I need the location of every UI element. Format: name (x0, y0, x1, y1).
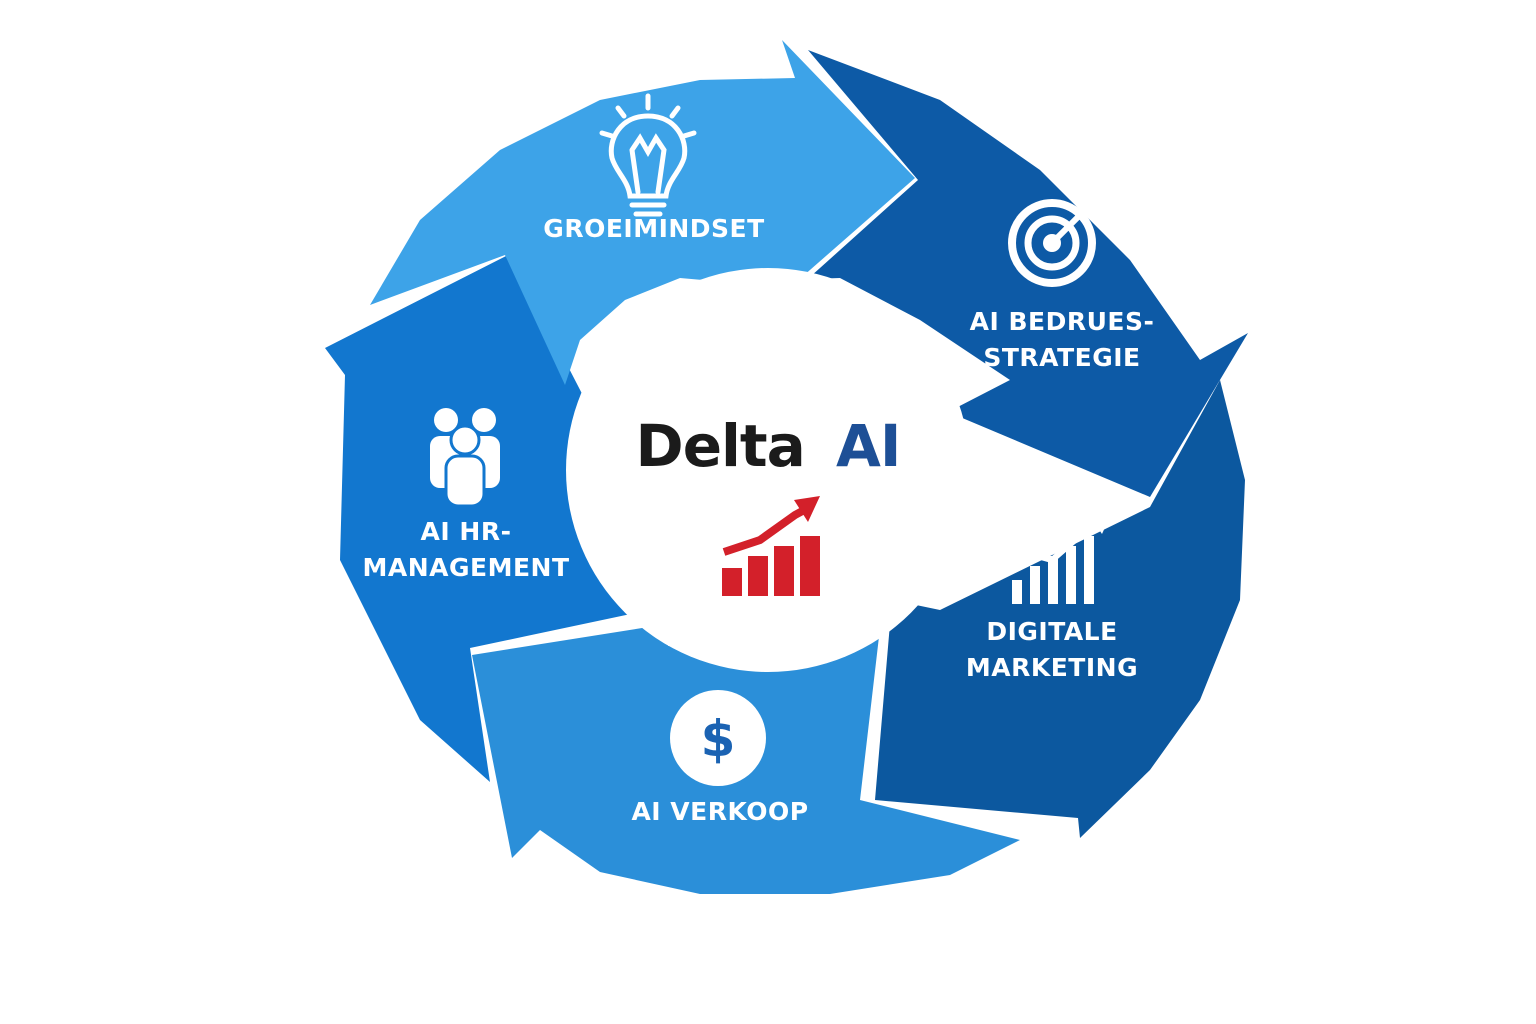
label-verkoop-line: AI VERKOOP (631, 797, 808, 826)
center-hub (566, 268, 970, 672)
dollar-icon: $ (670, 690, 766, 786)
label-bedrijfsstrategie: AI BEDRUES- STRATEGIE (970, 307, 1155, 372)
label-digitale-marketing: DIGITALE MARKETING (966, 617, 1138, 682)
growth-chart-icon (1002, 516, 1110, 604)
arrow-hr-management (325, 254, 640, 782)
rising-bar-chart-icon (722, 496, 820, 596)
arrow-digitale-marketing (875, 380, 1245, 838)
lightbulb-icon (599, 93, 697, 217)
label-hr-management-line: MANAGEMENT (362, 553, 569, 582)
label-digitale-marketing-line: MARKETING (966, 653, 1138, 682)
label-digitale-marketing-line: DIGITALE (986, 617, 1117, 646)
dollar-glyph: $ (701, 710, 736, 768)
people-group-icon (430, 408, 500, 508)
label-hr-management-line: AI HR- (421, 517, 512, 546)
label-bedrijfsstrategie-line: AI BEDRUES- (970, 307, 1155, 336)
label-bedrijfsstrategie-line: STRATEGIE (983, 343, 1140, 372)
label-groeimindset-line: GROEIMINDSET (543, 214, 764, 243)
brand-title: Delta AI (636, 412, 901, 480)
label-hr-management: AI HR- MANAGEMENT (362, 517, 569, 582)
segment-labels: GROEIMINDSET AI BEDRUES- STRATEGIE DIGITALE… (362, 214, 1155, 826)
label-groeimindset: GROEIMINDSET (543, 214, 764, 243)
brand-suffix: AI (836, 412, 900, 480)
brand-name: Delta (636, 412, 805, 480)
target-icon (1008, 194, 1104, 287)
arrow-bedrijfsstrategie (775, 50, 1248, 497)
label-verkoop: AI VERKOOP (631, 797, 808, 826)
